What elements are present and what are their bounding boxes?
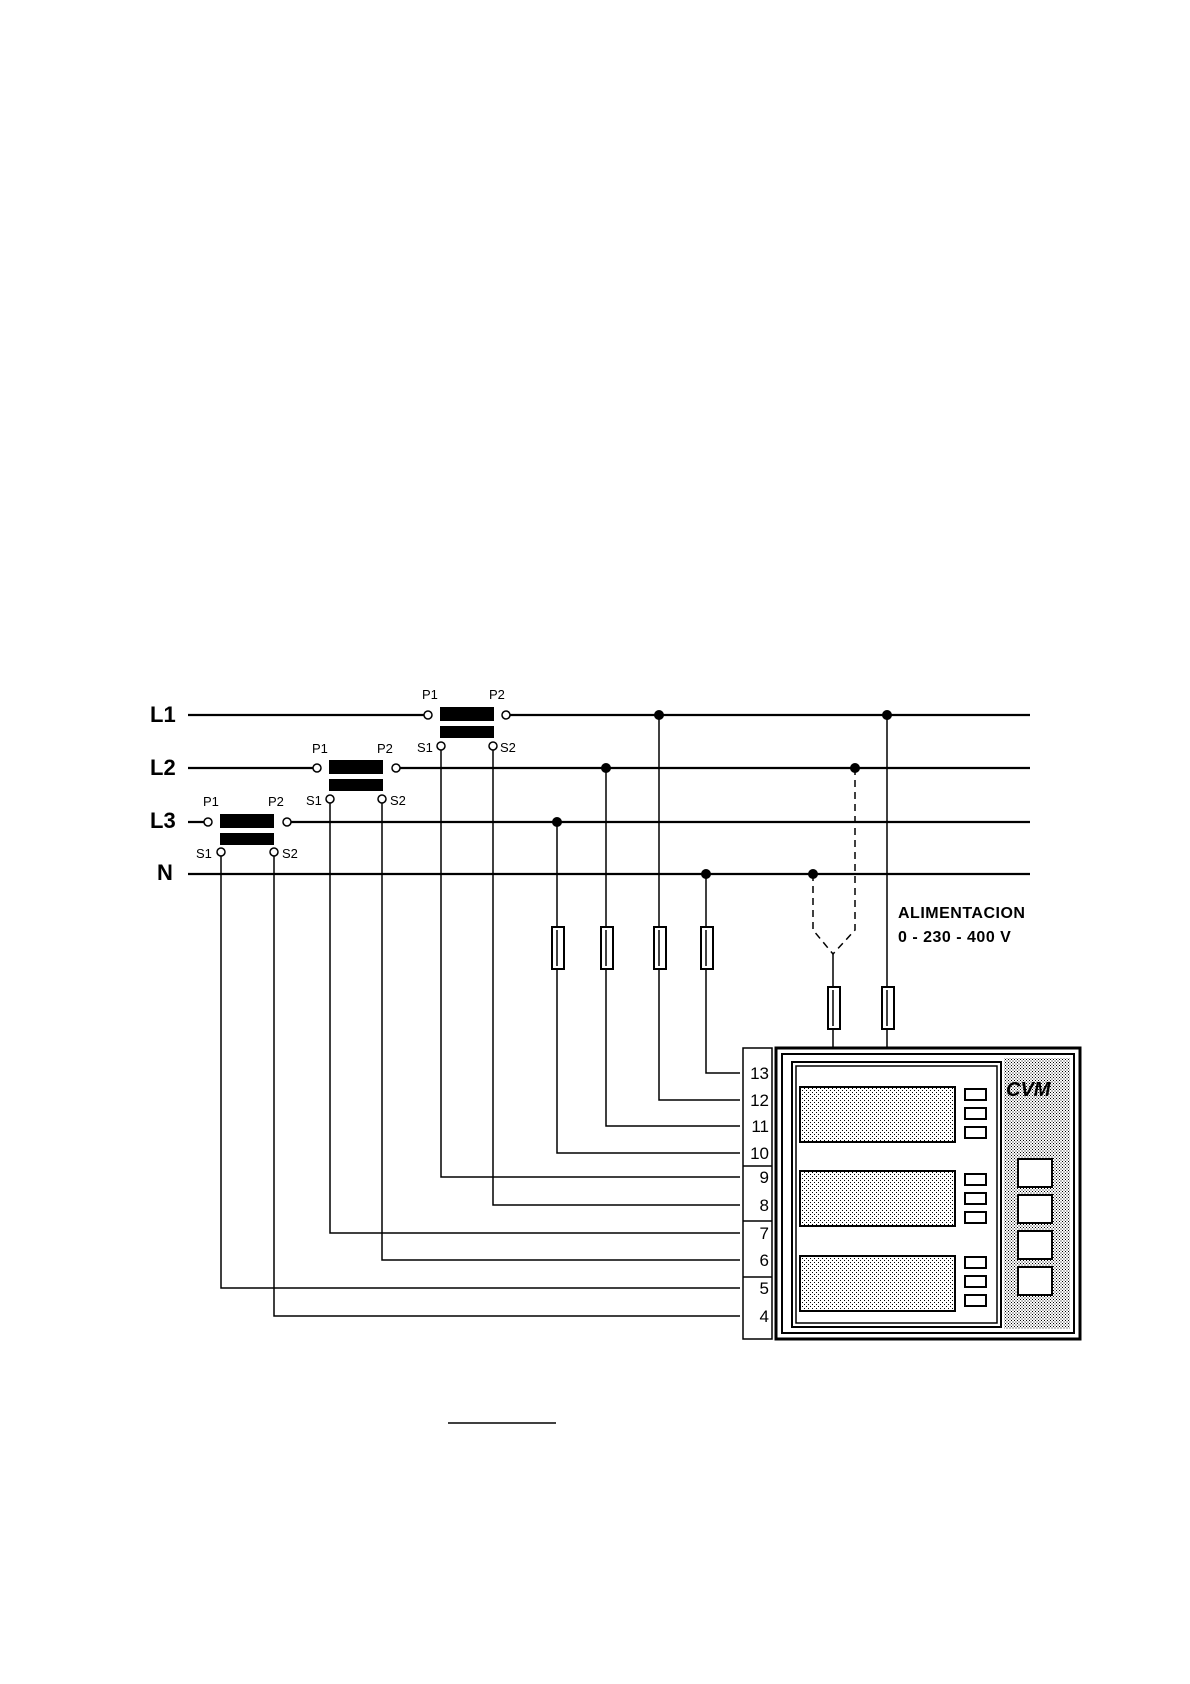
terminal-number-11: 11 bbox=[751, 1117, 769, 1136]
terminal-number-7: 7 bbox=[760, 1224, 769, 1243]
ct-l3-p1-label: P1 bbox=[203, 794, 219, 809]
display-row-1 bbox=[800, 1087, 955, 1142]
supply-label-voltage: 0 - 230 - 400 V bbox=[898, 929, 1011, 946]
terminal-number-4: 4 bbox=[760, 1307, 769, 1326]
display-row-2 bbox=[800, 1171, 955, 1226]
ct-l3-s1-label: S1 bbox=[196, 846, 212, 861]
terminal-number-10: 10 bbox=[750, 1144, 769, 1163]
ct-l1-s2-label: S2 bbox=[500, 740, 516, 755]
line-label-n: N bbox=[157, 860, 173, 885]
display-row-3 bbox=[800, 1256, 955, 1311]
ct-l2-p1-label: P1 bbox=[312, 741, 328, 756]
terminal-number-9: 9 bbox=[760, 1168, 769, 1187]
line-label-l3: L3 bbox=[150, 808, 176, 833]
line-label-l2: L2 bbox=[150, 755, 176, 780]
ct-l1-p1-label: P1 bbox=[422, 687, 438, 702]
terminal-number-8: 8 bbox=[760, 1196, 769, 1215]
voltage-tap-wiring bbox=[552, 710, 740, 1153]
ct-l1-p2-label: P2 bbox=[489, 687, 505, 702]
supply-label-title: ALIMENTACION bbox=[898, 905, 1025, 922]
ct-l1-s1-label: S1 bbox=[417, 740, 433, 755]
ct-secondary-wiring bbox=[221, 750, 740, 1316]
terminal-number-6: 6 bbox=[760, 1251, 769, 1270]
line-label-l1: L1 bbox=[150, 702, 176, 727]
ct-l2-p2-label: P2 bbox=[377, 741, 393, 756]
current-transformer-l3 bbox=[204, 814, 291, 856]
terminal-number-5: 5 bbox=[760, 1279, 769, 1298]
current-transformer-l2 bbox=[313, 760, 400, 803]
auxiliary-supply-wiring bbox=[808, 710, 894, 1050]
terminal-number-13: 13 bbox=[750, 1064, 769, 1083]
ct-l2-s1-label: S1 bbox=[306, 793, 322, 808]
terminal-number-12: 12 bbox=[750, 1091, 769, 1110]
cvm-brand-label: CVM bbox=[1006, 1079, 1052, 1101]
current-transformer-l1 bbox=[424, 707, 510, 750]
ct-l3-p2-label: P2 bbox=[268, 794, 284, 809]
ct-l2-s2-label: S2 bbox=[390, 793, 406, 808]
ct-l3-s2-label: S2 bbox=[282, 846, 298, 861]
